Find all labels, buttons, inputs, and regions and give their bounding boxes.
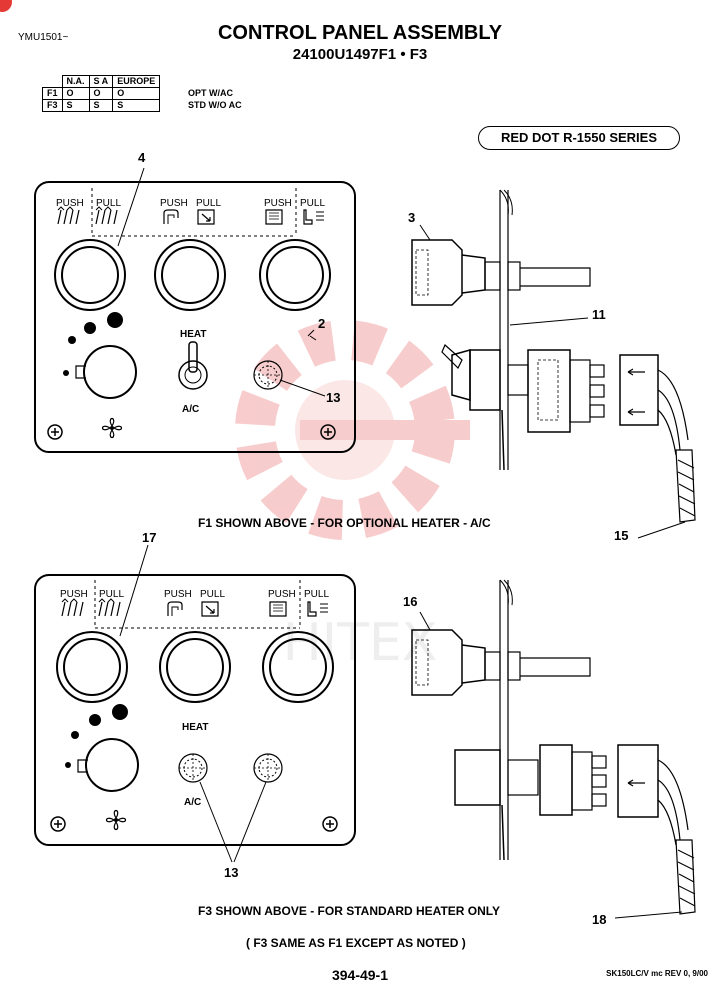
leader-line [233, 781, 267, 863]
callout-15: 15 [614, 528, 629, 543]
heat-ac-toggle [178, 360, 208, 390]
vent-icon [61, 598, 84, 617]
corner-marker [0, 0, 12, 12]
caption-f1: F1 SHOWN ABOVE - FOR OPTIONAL HEATER - A… [198, 516, 491, 530]
fan-icon [101, 417, 123, 439]
panel-screw-icon [322, 816, 338, 832]
label-push: PUSH [264, 198, 292, 209]
side-view-f3 [411, 579, 696, 915]
leader-line [637, 521, 686, 539]
leader-line [419, 611, 431, 631]
recirculation-icon [167, 601, 183, 617]
label-pull: PULL [200, 589, 225, 600]
fresh-air-icon [197, 209, 215, 225]
defrost-control-knob [259, 239, 331, 311]
page-number: 394-49-1 [331, 967, 389, 983]
label-push: PUSH [56, 198, 84, 209]
caption-f3: F3 SHOWN ABOVE - FOR STANDARD HEATER ONL… [198, 904, 501, 918]
label-heat: HEAT [182, 722, 208, 733]
air-source-knob [154, 239, 226, 311]
label-ac: A/C [184, 797, 201, 808]
label-heat: HEAT [180, 329, 206, 340]
label-ac: A/C [182, 404, 199, 415]
heat-rotary [178, 753, 208, 783]
vent-control-knob [54, 239, 126, 311]
watermark-text: HITEX [283, 613, 438, 673]
label-push: PUSH [160, 198, 188, 209]
option-note-f3: STD W/O AC [188, 100, 242, 110]
callout-16: 16 [403, 594, 418, 609]
fan-speed-knob [83, 345, 137, 399]
panel-screw-icon [47, 424, 63, 440]
air-source-knob [159, 631, 231, 703]
callout-3: 3 [408, 210, 416, 225]
option-row-f3: F3 S S S [42, 99, 161, 112]
label-pull: PULL [300, 198, 325, 209]
callout-11: 11 [592, 307, 606, 322]
panel-f1: PUSH PULL PUSH PULL PUSH PULL HEAT A/C [34, 181, 356, 453]
defrost-icon [265, 209, 283, 225]
floor-vent-icon [303, 209, 325, 225]
series-badge: RED DOT R-1550 SERIES [478, 126, 680, 150]
speed-dot [63, 370, 69, 376]
vent-icon [57, 206, 80, 225]
leader-line [279, 379, 326, 397]
temperature-rotary [253, 753, 283, 783]
caption-f3-note: ( F3 SAME AS F1 EXCEPT AS NOTED ) [246, 936, 466, 950]
speed-dot [84, 322, 96, 334]
side-view-f1 [411, 189, 696, 523]
panel-screw-icon [50, 816, 66, 832]
recirculation-icon [163, 209, 179, 225]
label-push: PUSH [268, 589, 296, 600]
speed-dot [107, 312, 123, 328]
callout-4: 4 [138, 150, 146, 165]
callout-13-f3: 13 [224, 865, 239, 880]
leader-line [509, 317, 589, 326]
fan-icon [105, 809, 127, 831]
leader-line [419, 224, 431, 241]
vent-control-knob [56, 631, 128, 703]
fan-speed-knob [85, 738, 139, 792]
callout-17: 17 [142, 530, 157, 545]
page-title: CONTROL PANEL ASSEMBLY [217, 22, 503, 44]
watermark-gear [235, 320, 470, 540]
vent-icon [95, 206, 118, 225]
vent-icon [98, 598, 121, 617]
callout-13: 13 [326, 390, 341, 405]
page-subtitle: 24100U1497F1 • F3 [292, 46, 428, 63]
speed-dot [68, 336, 76, 344]
label-pull: PULL [96, 198, 121, 209]
leader-line [199, 781, 233, 863]
callout-2: 2 [318, 316, 326, 331]
fresh-air-icon [201, 601, 219, 617]
label-pull: PULL [196, 198, 221, 209]
speed-dot [65, 762, 71, 768]
callout-18: 18 [592, 912, 607, 927]
reference-code: YMU1501~ [18, 32, 69, 43]
speed-dot [89, 714, 101, 726]
label-pull: PULL [99, 589, 124, 600]
speed-dot [112, 704, 128, 720]
speed-dot [71, 731, 79, 739]
option-note-f1: OPT W/AC [188, 88, 233, 98]
label-pull: PULL [304, 589, 329, 600]
revision-note: SK150LC/V mc REV 0, 9/00 [606, 969, 708, 978]
leader-line [614, 911, 683, 919]
leader-line [119, 544, 149, 637]
option-table: N.A. S A EUROPE F1 O O O F3 S S S [42, 75, 161, 112]
panel-f3: PUSH PULL PUSH PULL PUSH PULL HEAT A/C [34, 574, 356, 846]
leader-line [117, 167, 145, 247]
label-push: PUSH [164, 589, 192, 600]
label-push: PUSH [60, 589, 88, 600]
